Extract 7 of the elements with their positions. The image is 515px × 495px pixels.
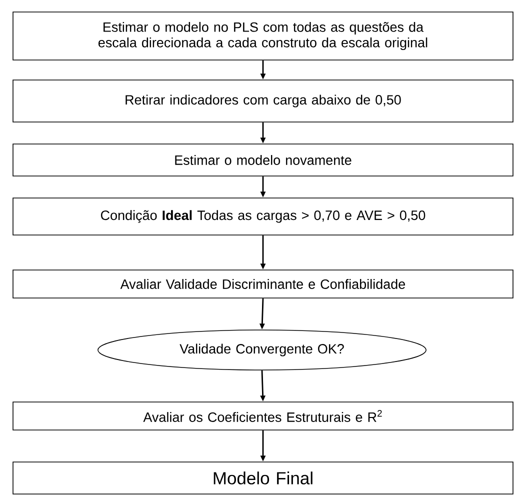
process-box: Condição Ideal Todas as cargas > 0,70 e AVE > 0,50 (12, 198, 514, 236)
process-box: Estimar o modelo no PLS com todas as questões da escala direcionada a cada construto da escala original (12, 12, 514, 60)
process-box: Modelo Final (12, 462, 514, 494)
process-box: Avaliar Validade Discriminante e Confiabilidade (12, 270, 514, 298)
process-box: Retirar indicadores com carga abaixo de 0,50 (12, 80, 514, 122)
process-box: Estimar o modelo novamente (12, 144, 514, 176)
process-box: Avaliar os Coeficientes Estruturais e R$^{2}$ (12, 402, 514, 430)
